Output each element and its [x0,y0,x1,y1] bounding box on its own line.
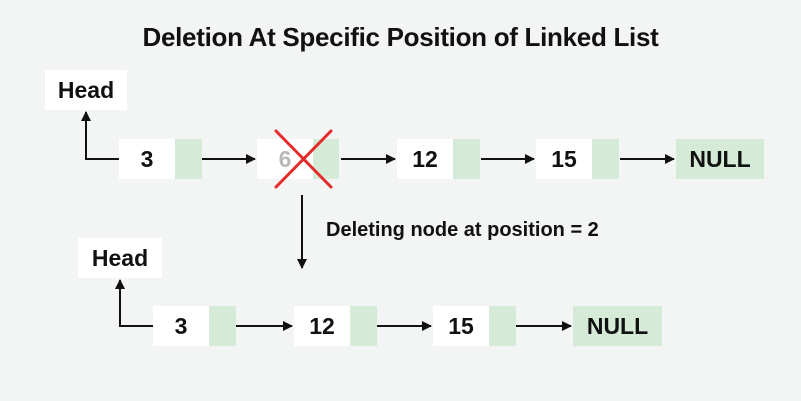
before-head-label: Head [45,70,127,110]
before-node-3: 12 [397,139,480,179]
before-null-box: NULL [676,139,764,179]
node-value: 3 [119,139,175,179]
after-node-3: 15 [433,306,516,346]
after-head-arrow [115,279,153,327]
next-pointer-box [350,306,377,346]
node-value: 15 [433,306,489,346]
next-pointer-box [175,139,202,179]
diagram-title: Deletion At Specific Position of Linked … [142,22,659,52]
after-node-1: 3 [153,306,236,346]
node-value: 12 [294,306,350,346]
before-node-4: 15 [536,139,619,179]
after-null-box: NULL [573,306,662,346]
before-head-arrow [81,111,119,160]
next-pointer-box [489,306,516,346]
before-node-1: 3 [119,139,202,179]
next-pointer-box [592,139,619,179]
after-head-label: Head [78,238,162,278]
after-node-2: 12 [294,306,377,346]
delete-cross-icon [274,129,333,189]
next-pointer-box [453,139,480,179]
next-pointer-box [209,306,236,346]
node-value: 12 [397,139,453,179]
node-value: 15 [536,139,592,179]
node-value: 3 [153,306,209,346]
operation-caption: Deleting node at position = 2 [326,219,599,241]
